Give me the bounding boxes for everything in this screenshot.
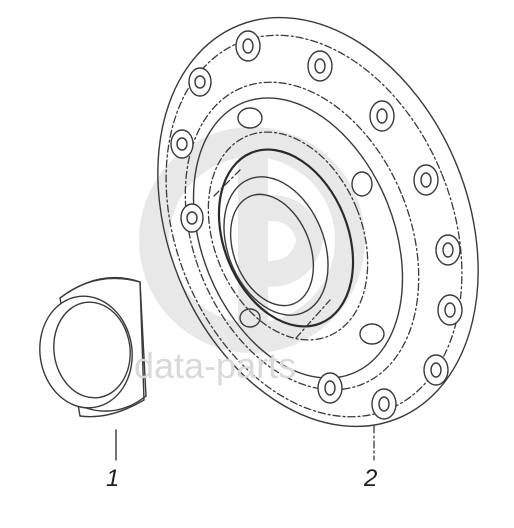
bolt-hole [170,129,194,159]
sleeve-part [39,276,147,418]
bolt-hole [437,294,463,326]
bolt-hole [317,372,343,404]
bolt-hole [180,203,204,233]
flange-bolt-holes [170,30,463,420]
bolt-hole [423,354,449,386]
bolt-hole [188,67,212,97]
bolt-hole [371,388,397,420]
callout-2: 2 [363,465,377,492]
bolt-hole [413,164,439,196]
callout-1: 1 [106,465,119,492]
inner-bolt-hole [359,323,385,345]
flange-hub-part [157,16,479,428]
watermark-text: data-parts [134,345,296,386]
bolt-hole [435,234,461,266]
bolt-hole [369,100,395,132]
inner-bolt-hole [239,308,261,328]
inner-bolt-hole [237,107,263,129]
bolt-hole [307,50,333,82]
inner-bolt-holes [237,107,385,345]
inner-bolt-hole [351,171,373,197]
bolt-hole [235,30,261,62]
